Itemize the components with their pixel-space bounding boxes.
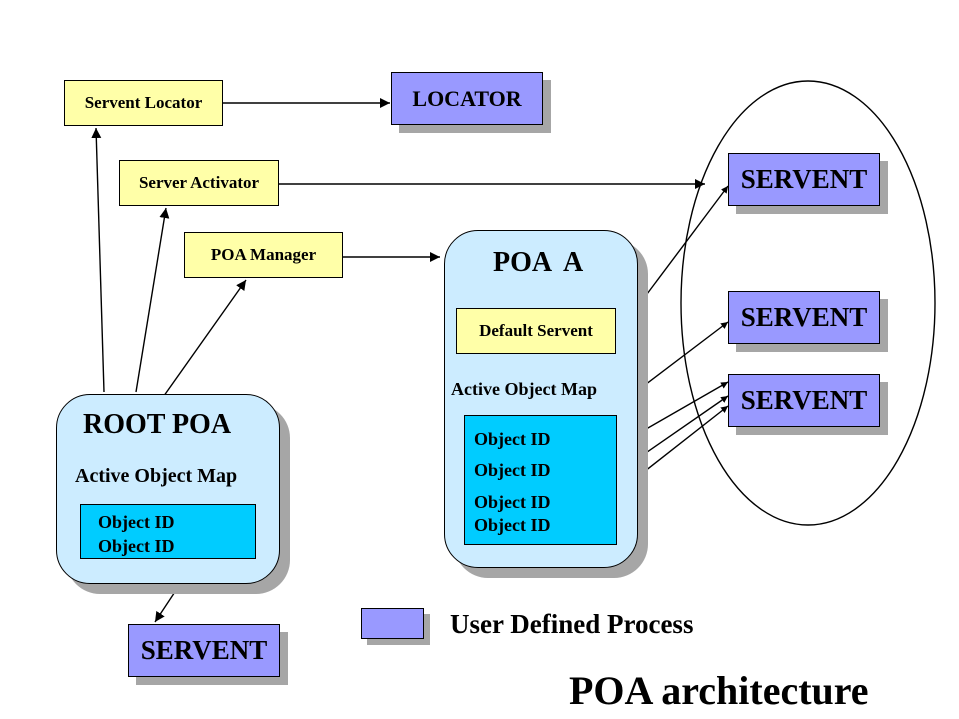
servent-group-ellipse <box>680 80 936 526</box>
arrow-default-servent <box>622 185 729 327</box>
locator-label: LOCATOR <box>412 85 522 111</box>
servent-box: SERVENT <box>128 624 280 677</box>
arrow-root-activator <box>135 207 170 393</box>
root-poa-object-id: Object ID <box>98 512 175 532</box>
servent-locator-label: Servent Locator <box>84 93 203 112</box>
servent-label: SERVENT <box>140 635 268 665</box>
servent-locator-box: Servent Locator <box>64 80 223 126</box>
poa-a-map-label: Active Object Map <box>451 379 597 399</box>
locator-box: LOCATOR <box>391 72 543 125</box>
servent-label: SERVENT <box>740 164 868 194</box>
servent-label: SERVENT <box>740 302 868 332</box>
servent-box: SERVENT <box>728 153 880 206</box>
legend-swatch <box>361 608 424 639</box>
default-servent-box: Default Servent <box>456 308 616 354</box>
poa-a-title: POA A <box>493 247 584 278</box>
server-activator-box: Server Activator <box>119 160 279 206</box>
servent-box: SERVENT <box>728 291 880 344</box>
root-poa-map-label: Active Object Map <box>75 465 238 487</box>
servent-box: SERVENT <box>728 374 880 427</box>
poa-a-object-id: Object ID <box>474 515 551 535</box>
poa-manager-label: POA Manager <box>210 245 317 264</box>
arrow-root-locator <box>91 127 105 393</box>
servent-label: SERVENT <box>740 385 868 415</box>
legend-label: User Defined Process <box>450 609 694 639</box>
poa-manager-box: POA Manager <box>184 232 343 278</box>
poa-a-object-id: Object ID <box>474 429 551 449</box>
root-poa-object-id: Object ID <box>98 536 175 556</box>
arrow-root-manager <box>160 279 247 401</box>
default-servent-label: Default Servent <box>479 321 593 340</box>
root-poa-object-map <box>80 504 256 559</box>
server-activator-label: Server Activator <box>138 173 260 192</box>
poa-a-object-id: Object ID <box>474 460 551 480</box>
poa-a-object-id: Object ID <box>474 492 551 512</box>
root-poa-title: ROOT POA <box>83 409 232 440</box>
diagram-caption: POA architecture <box>569 668 869 713</box>
poa-a-object-map <box>464 415 617 545</box>
